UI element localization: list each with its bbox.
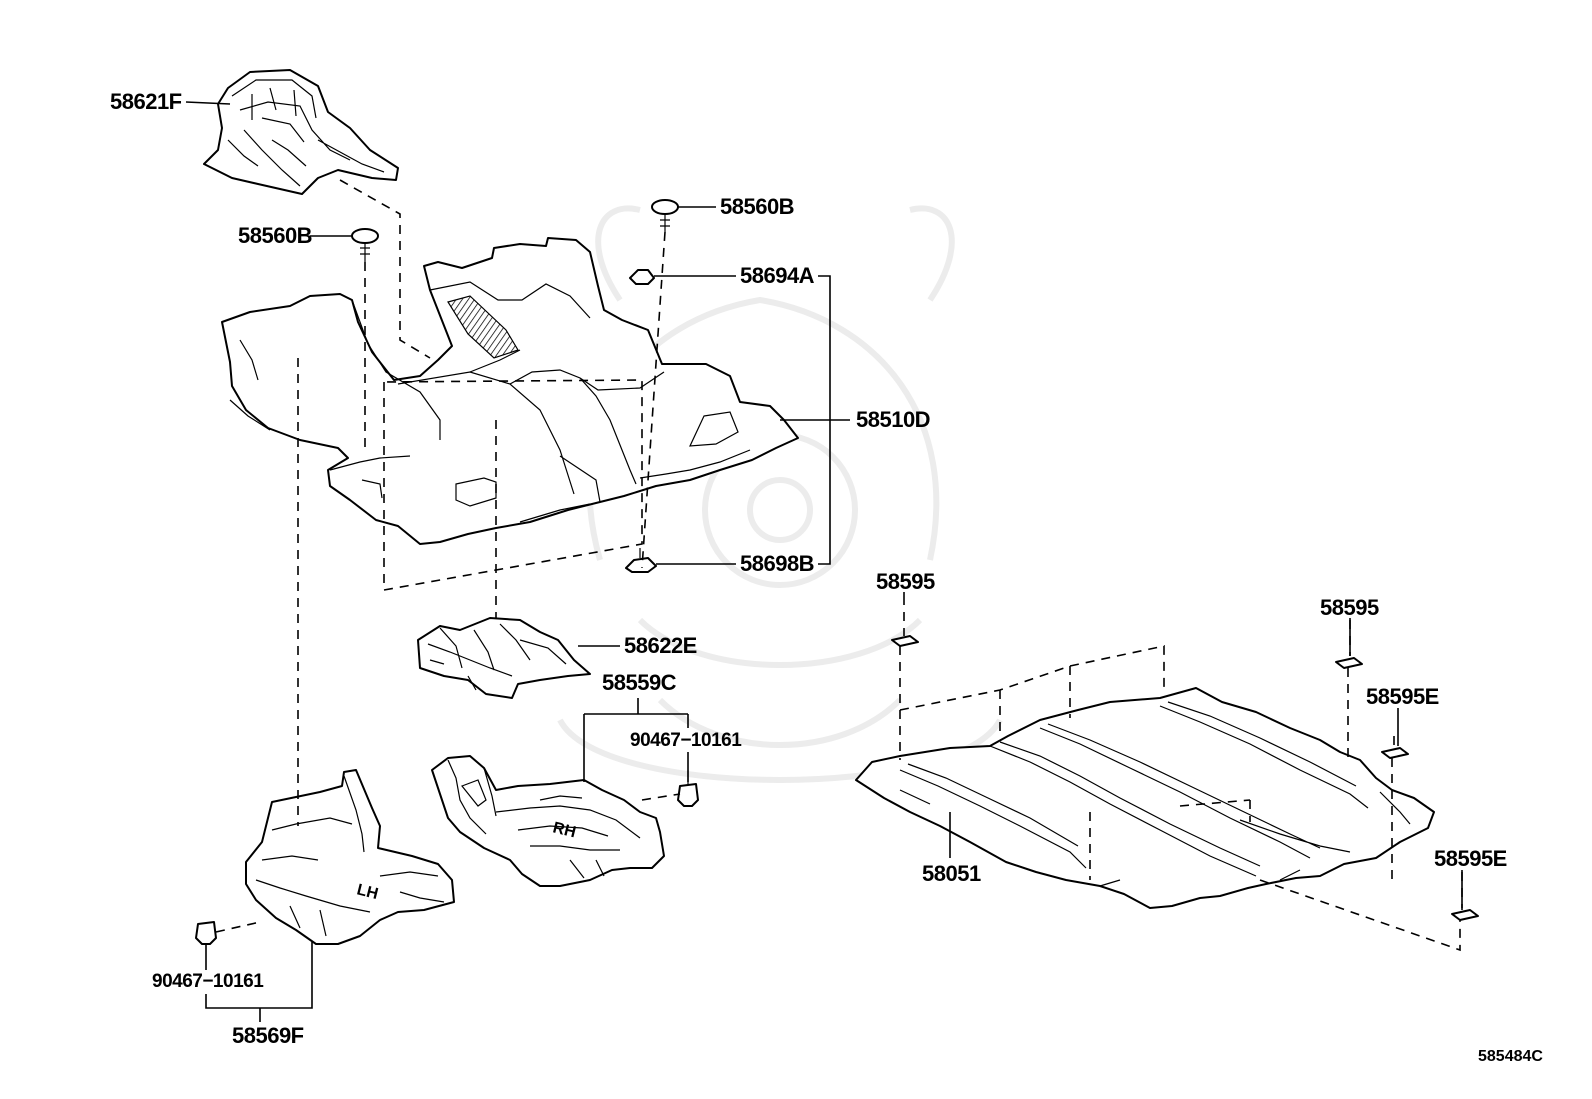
- part-labels: 58621F 58560B 58560B 58694A 58510D 58698…: [110, 89, 1543, 1065]
- label-58595E-a: 58595E: [1366, 684, 1439, 709]
- label-58595-a: 58595: [876, 569, 935, 594]
- label-58510D: 58510D: [856, 407, 930, 432]
- part-58569F-shape: LH: [245, 769, 455, 945]
- label-58621F: 58621F: [110, 89, 182, 114]
- label-90467-10161-mid: 90467−10161: [630, 730, 742, 751]
- label-58622E: 58622E: [624, 633, 697, 658]
- part-58510D-shape: [221, 237, 799, 545]
- part-58559C-shape: RH: [431, 755, 665, 887]
- leader-lines: [185, 101, 1463, 1022]
- label-58559C: 58559C: [602, 670, 677, 695]
- label-58595-b: 58595: [1320, 595, 1379, 620]
- diagram-code: 585484C: [1478, 1048, 1543, 1065]
- label-58595E-b: 58595E: [1434, 846, 1507, 871]
- label-58560B-left: 58560B: [238, 223, 312, 248]
- part-58622E-shape: [417, 617, 591, 699]
- label-58051: 58051: [922, 861, 981, 886]
- fastener-shapes: [195, 199, 1479, 945]
- rh-stamp: RH: [551, 819, 578, 841]
- label-58560B-right: 58560B: [720, 194, 794, 219]
- part-58621F-shape: [203, 69, 399, 195]
- part-58051-shape: [855, 687, 1435, 909]
- lh-stamp: LH: [355, 881, 380, 903]
- label-58698B: 58698B: [740, 551, 814, 576]
- label-90467-10161-left: 90467−10161: [152, 971, 264, 992]
- label-58569F: 58569F: [232, 1023, 304, 1048]
- label-58694A: 58694A: [740, 263, 815, 288]
